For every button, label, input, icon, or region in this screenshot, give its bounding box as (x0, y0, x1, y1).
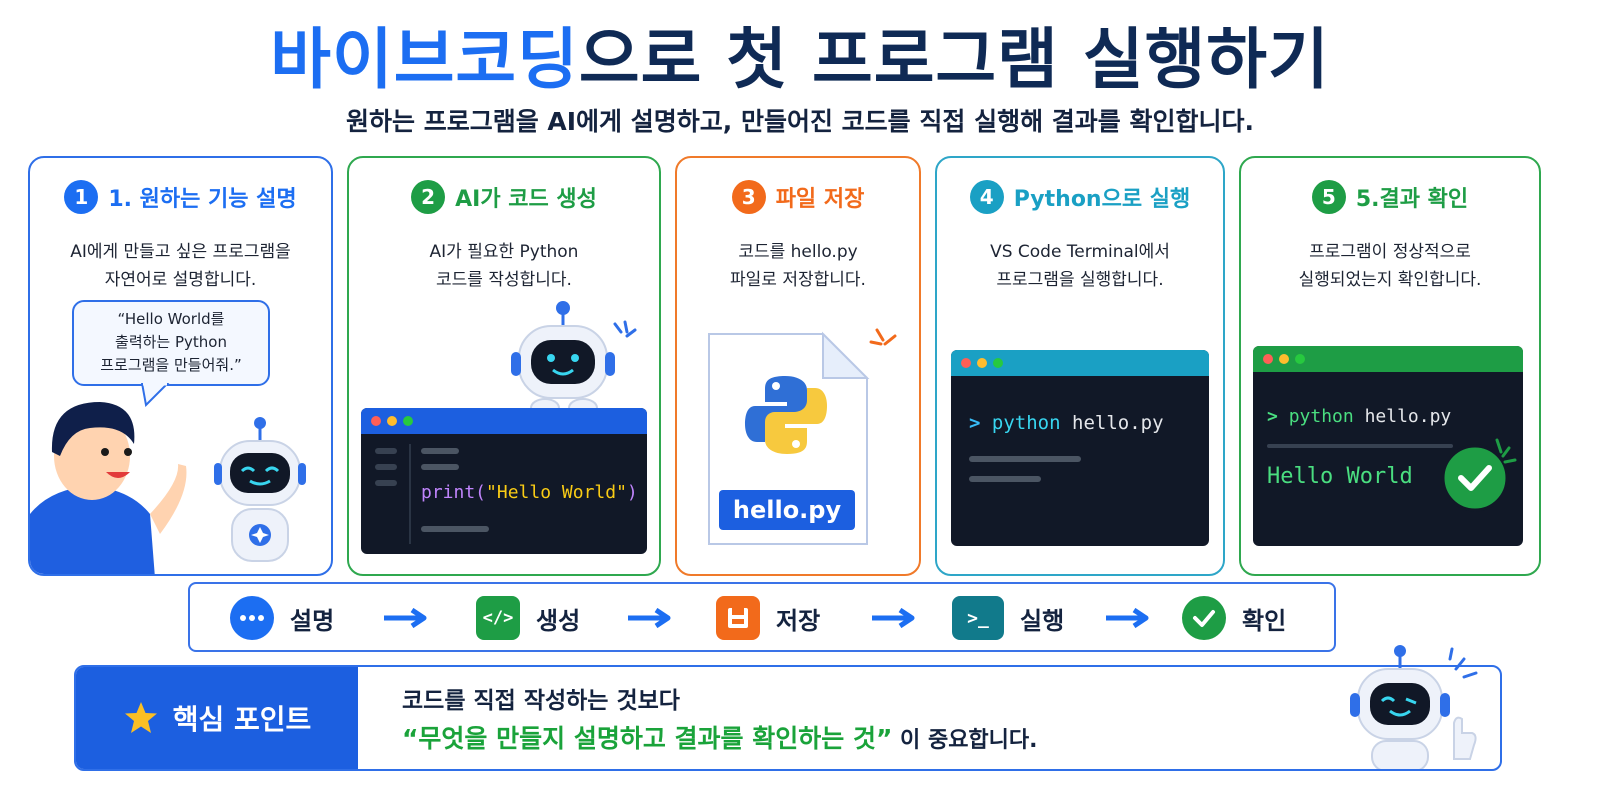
file-name-label: hello.py (719, 490, 855, 530)
flow-step-run: >_실행 (952, 596, 1064, 640)
process-flow: 설명 </>생성 저장 >_실행 확인 (188, 582, 1336, 652)
step-4-description: VS Code Terminal에서 프로그램을 실행합니다. (990, 242, 1170, 290)
robot-peeking-icon (511, 301, 615, 418)
close-dot (961, 358, 971, 368)
robot-icon (214, 417, 306, 562)
minimize-dot (1279, 354, 1289, 364)
minimize-dot (387, 416, 397, 426)
close-dot (371, 416, 381, 426)
step-5-number: 5 (1311, 180, 1346, 214)
flow-step-verify: 확인 (1182, 596, 1286, 640)
floppy-disk-icon (716, 596, 760, 640)
page-subtitle: 원하는 프로그램을 AI에게 설명하고, 만들어진 코드를 직접 실행해 결과를… (346, 107, 1254, 136)
chat-bubble-icon (230, 596, 274, 640)
sparkle-icon (869, 328, 897, 346)
arrow-right-icon (384, 608, 427, 628)
terminal-output: Hello World (1267, 464, 1413, 489)
star-icon (124, 702, 157, 733)
title-rest: 으로 첫 프로그램 실행하기 (578, 21, 1330, 98)
step-3-number: 3 (731, 180, 766, 214)
page-title: 바이브코딩으로 첫 프로그램 실행하기 (0, 6, 1600, 102)
maximize-dot (1295, 354, 1305, 364)
key-point-line1: 코드를 직접 작성하는 것보다 (402, 688, 680, 714)
code-icon: </> (476, 596, 520, 640)
flow-step-generate: </>생성 (476, 596, 580, 640)
person-illustration-icon (30, 402, 187, 574)
step-3-description: 코드를 hello.py 파일로 저장합니다. (730, 242, 866, 290)
title-highlight: 바이브코딩 (270, 21, 579, 98)
robot-thumbs-up-icon (1350, 645, 1478, 769)
step-2-description: AI가 필요한 Python 코드를 작성합니다. (429, 242, 579, 290)
maximize-dot (403, 416, 413, 426)
python-logo-icon (745, 376, 827, 454)
arrow-right-icon (1106, 608, 1149, 628)
maximize-dot (993, 358, 1003, 368)
step-1-number: 1 (64, 180, 99, 214)
flow-step-describe: 설명 (230, 596, 334, 640)
check-badge-icon (1441, 438, 1517, 512)
key-point-box: 핵심 포인트 코드를 직접 작성하는 것보다 “무엇을 만들지 설명하고 결과를… (74, 645, 1502, 771)
sparkle-icon (613, 320, 637, 338)
arrow-right-icon (628, 608, 671, 628)
step-5-description: 프로그램이 정상적으로 실행되었는지 확인합니다. (1298, 242, 1482, 290)
speech-bubble: “Hello World를 출력하는 Python 프로그램을 만들어줘.” (72, 300, 270, 386)
key-point-line2: “무엇을 만들지 설명하고 결과를 확인하는 것” 이 중요합니다. (402, 724, 1038, 753)
terminal-icon: >_ (952, 596, 1004, 640)
minimize-dot (977, 358, 987, 368)
flow-step-save: 저장 (716, 596, 820, 640)
code-line: print("Hello World") (421, 482, 638, 503)
check-circle-icon (1182, 596, 1226, 640)
step-4-number: 4 (969, 180, 1004, 214)
key-point-label: 핵심 포인트 (76, 667, 358, 769)
arrow-right-icon (872, 608, 915, 628)
terminal-window: > python hello.py (951, 350, 1209, 546)
step-1-description: AI에게 만들고 싶은 프로그램을 자연어로 설명합니다. (70, 242, 291, 290)
close-dot (1263, 354, 1273, 364)
terminal-command: > python hello.py (969, 412, 1164, 434)
code-editor: print("Hello World") (361, 408, 647, 554)
terminal-command: > python hello.py (1267, 406, 1452, 427)
bubble-tail-icon (140, 383, 170, 407)
step-2-number: 2 (411, 180, 446, 214)
